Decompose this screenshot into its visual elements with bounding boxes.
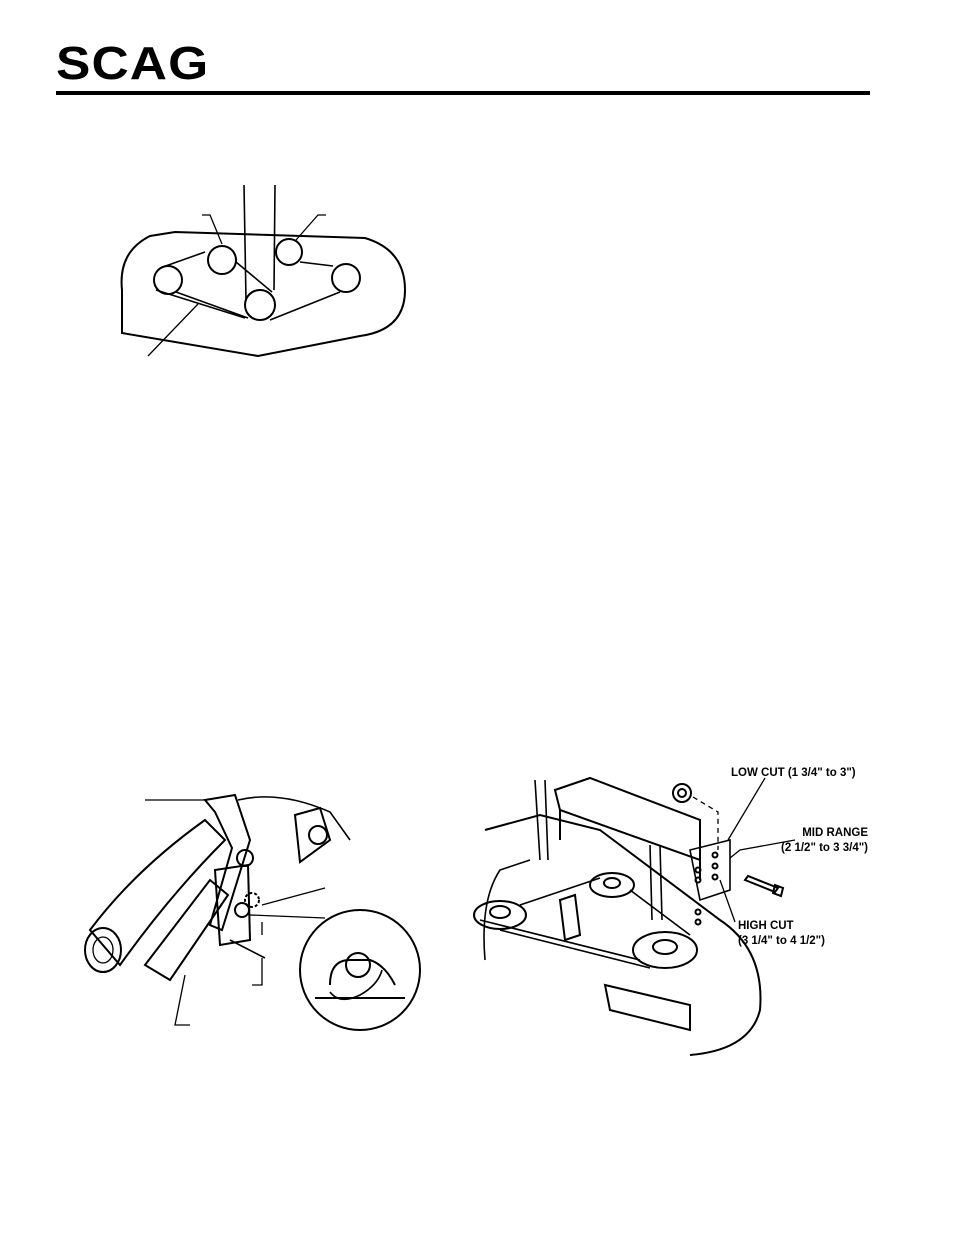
mid-range-label: MID RANGE (2 1/2" to 3 3/4") [770, 826, 868, 856]
high-cut-label: HIGH CUT (3 1/4" to 4 1/2") [738, 919, 825, 949]
scag-logo: SCAG [56, 37, 210, 89]
high-cut-line-2: (3 1/4" to 4 1/2") [738, 935, 825, 947]
low-cut-label: LOW CUT (1 3/4" to 3") [731, 767, 856, 779]
header-rule [56, 91, 870, 95]
mid-range-line-2: (2 1/2" to 3 3/4") [781, 842, 868, 854]
high-cut-line-1: HIGH CUT [738, 920, 794, 932]
mid-range-line-1: MID RANGE [802, 827, 868, 839]
